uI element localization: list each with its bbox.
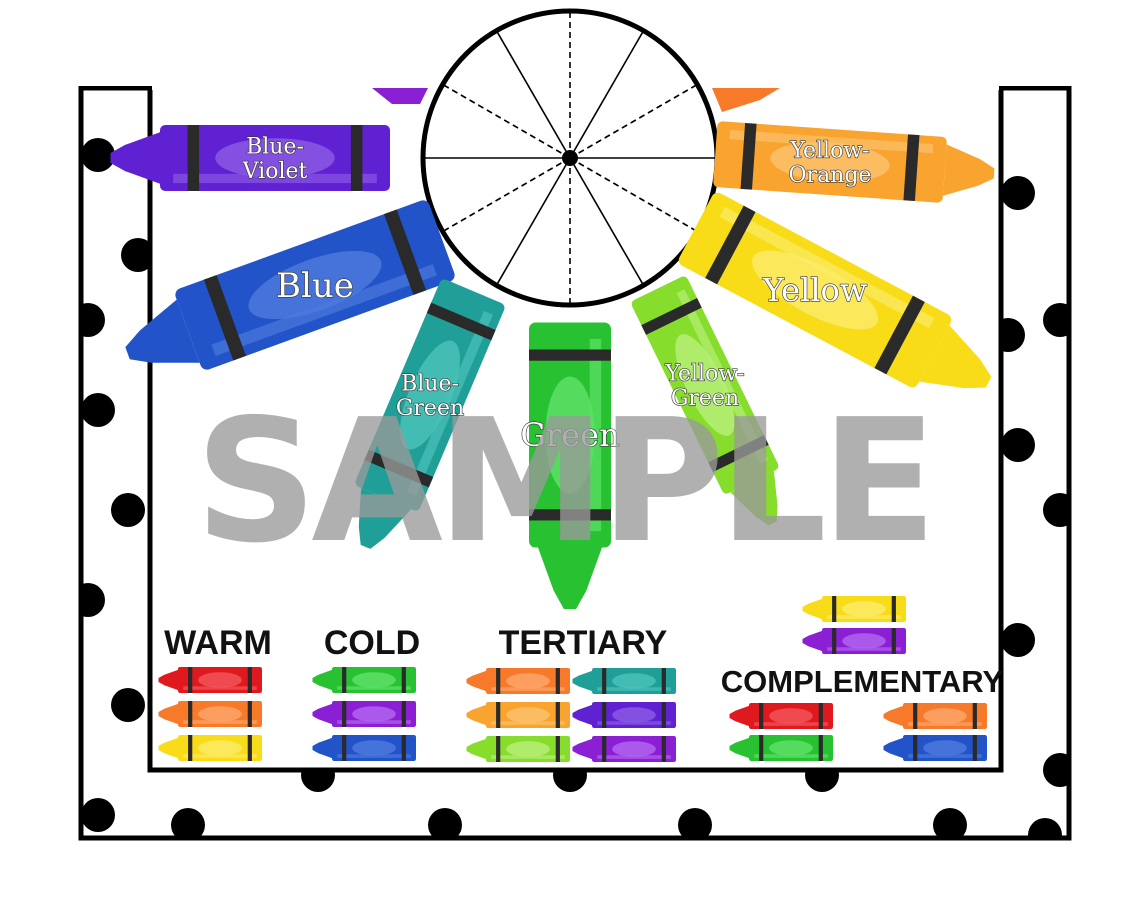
partial-crayon-violet (372, 88, 428, 104)
small-crayon-yellow-green (466, 736, 570, 762)
small-crayon-orange (158, 701, 262, 727)
wheel-spoke (569, 84, 696, 159)
wheel-spoke (569, 32, 644, 159)
polka-dot (1001, 176, 1035, 210)
wheel-crayon (678, 192, 992, 389)
wheel-crayons: Blue-VioletBlueBlue-GreenGreenYellow-Gre… (110, 121, 995, 609)
small-crayon-orange (466, 668, 570, 694)
crayon-label: Blue- (246, 135, 304, 160)
polka-dot (1043, 753, 1069, 787)
warm-title: WARM (164, 624, 272, 662)
crayon-label: Orange (789, 163, 872, 188)
crayon-label: Yellow (762, 271, 867, 309)
small-crayon-violet (572, 736, 676, 762)
wheel-crayon (713, 121, 995, 203)
small-crayon-blue-green (572, 668, 676, 694)
wheel-crayon (529, 322, 611, 609)
polka-dot (428, 808, 462, 838)
polka-dot (81, 138, 115, 172)
crayon-label: Yellow- (789, 139, 869, 164)
crayon-label: Yellow- (664, 362, 744, 387)
small-crayon-violet (802, 628, 906, 654)
polka-dot (1001, 428, 1035, 462)
sample-watermark: SAMPLE (195, 383, 931, 581)
small-crayon-yellow-orange (466, 702, 570, 728)
small-crayon-blue (883, 735, 987, 761)
polka-dot (1043, 493, 1069, 527)
crayon-label: Blue (276, 266, 354, 306)
small-crayon-blue (312, 735, 416, 761)
wheel-spoke (569, 157, 696, 232)
polka-dot (1001, 623, 1035, 657)
wheel-spoke (444, 157, 571, 232)
polka-dot (81, 583, 105, 617)
crayon-label: Green (520, 416, 619, 454)
polka-dot (1043, 303, 1069, 337)
wheel-spoke (496, 32, 571, 159)
category-crayons (158, 596, 987, 762)
small-crayon-orange (883, 703, 987, 729)
polka-dot (1028, 818, 1062, 838)
wheel-crayon (631, 276, 779, 526)
polka-dot (933, 808, 967, 838)
polka-dot (171, 808, 205, 838)
polka-dot (81, 303, 105, 337)
wheel-spoke (444, 84, 571, 159)
wheel-crayon (110, 125, 390, 191)
color-wheel (420, 8, 720, 308)
crayon-label: Green (671, 386, 739, 411)
wheel-crayon (125, 200, 455, 370)
small-crayon-green (729, 735, 833, 761)
polka-dot (121, 238, 155, 272)
polka-dot (111, 493, 145, 527)
crayon-label: Violet (242, 159, 308, 184)
wheel-spoke (496, 157, 571, 284)
small-crayon-yellow (802, 596, 906, 622)
polka-dot (81, 798, 115, 832)
small-crayon-green (312, 667, 416, 693)
small-crayon-red (158, 667, 262, 693)
polka-dot (678, 808, 712, 838)
tertiary-title: TERTIARY (499, 624, 668, 662)
small-crayon-violet (312, 701, 416, 727)
partial-crayon-orange (712, 88, 780, 112)
wheel-crayon (355, 279, 505, 549)
complementary-title: COMPLEMENTARY (721, 664, 1004, 699)
crayon-label: Green (396, 396, 464, 421)
cold-title: COLD (324, 624, 420, 662)
polka-dot (81, 393, 115, 427)
crayon-label: Blue- (401, 372, 459, 397)
small-crayon-yellow (158, 735, 262, 761)
wheel-spoke (569, 157, 644, 284)
small-crayon-red (729, 703, 833, 729)
small-crayon-blue-violet (572, 702, 676, 728)
polka-dot (111, 688, 145, 722)
